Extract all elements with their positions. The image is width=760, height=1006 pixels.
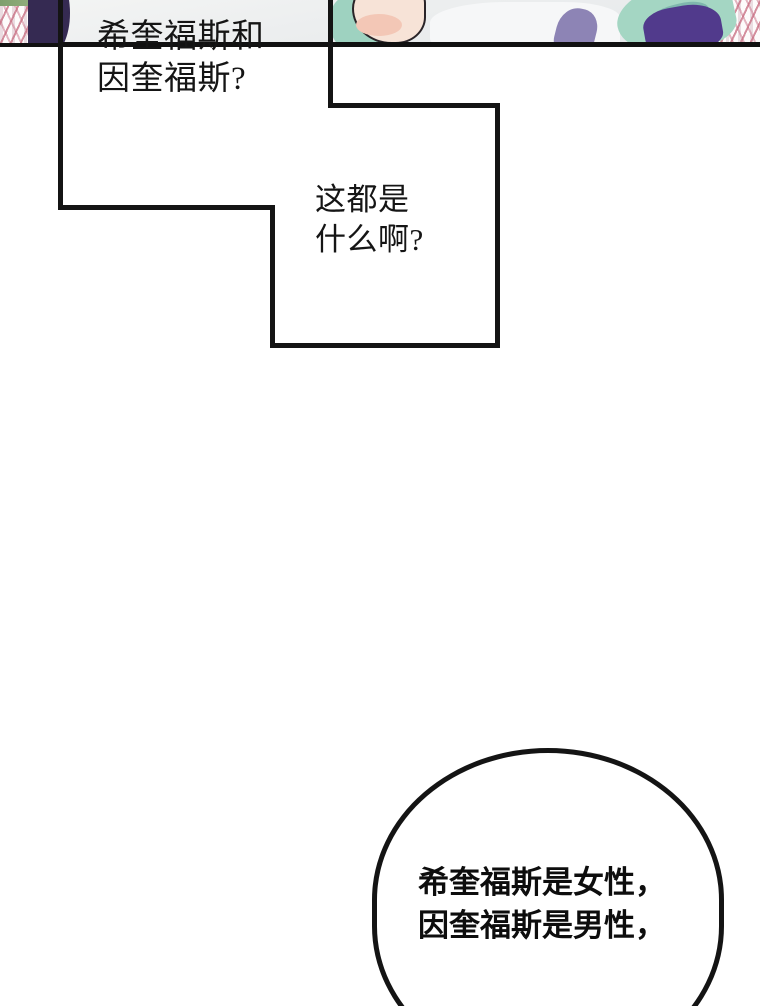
- box1-border-right: [328, 0, 333, 108]
- speech-balloon-oval: [372, 748, 724, 1006]
- character-hair-shape: [28, 0, 70, 47]
- speech-box-2-text: 这都是 什么啊?: [315, 182, 424, 257]
- panel-border-bottom: [58, 42, 760, 47]
- speech-box-1-text: 希奎福斯和 因奎福斯?: [97, 19, 265, 98]
- box2-border-bottom: [270, 343, 500, 348]
- box1-border-bottom: [58, 205, 274, 210]
- box2-border-left: [270, 205, 275, 348]
- panel-artwork-strip: [0, 0, 760, 47]
- skin-blush-shape: [356, 14, 402, 36]
- box1-border-left: [58, 0, 63, 210]
- box2-border-right: [495, 103, 500, 348]
- box1-border-step: [328, 103, 500, 108]
- panel-border-bottom-left: [0, 43, 58, 47]
- speech-balloon-oval-text: 希奎福斯是女性， 因奎福斯是男性，: [418, 865, 666, 944]
